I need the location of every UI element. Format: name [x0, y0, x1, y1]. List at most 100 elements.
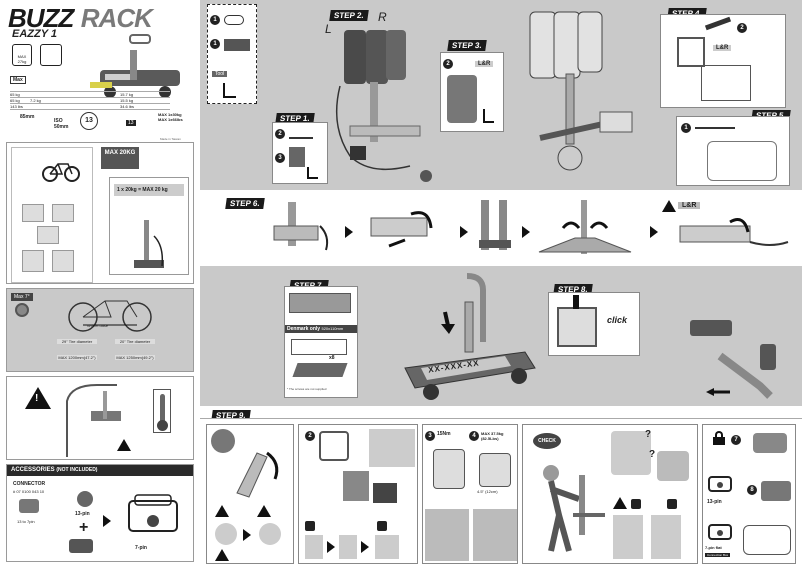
- wrench-icon: [704, 16, 732, 31]
- arrow-right-icon: [460, 226, 468, 238]
- conv-label: 13 to 7pin: [17, 519, 35, 524]
- check-label: CHECK: [533, 433, 561, 449]
- plug-image: [761, 481, 791, 501]
- connector-label: CONNECTOR: [13, 481, 46, 487]
- x8-label: x8: [329, 355, 335, 361]
- wheelbase-panel: Max 7° Wheel base 29" Tire diameter 20" …: [6, 288, 194, 372]
- item-num: 8: [747, 485, 757, 495]
- lock-label-box: [690, 320, 732, 336]
- spec-cell: 143 lbs: [10, 104, 23, 109]
- step8-box: click: [548, 292, 640, 356]
- item-num: 2: [275, 129, 285, 139]
- wiring-image: [707, 141, 777, 181]
- pin7-label: 7-pin: [135, 545, 147, 551]
- item-num: 2: [737, 23, 747, 33]
- tool-box: 1 1 Tool: [207, 4, 257, 104]
- latch-image: [557, 307, 597, 347]
- warning-panel: !: [6, 376, 194, 460]
- model-name: EAZZY 1: [12, 28, 58, 40]
- max20-badge: MAX 20KG: [101, 147, 139, 169]
- load-formula: 1 x 20kg = MAX 20 kg: [109, 177, 189, 275]
- step9-panel-d: CHECK ? ?: [522, 424, 698, 564]
- lock-icon: [713, 431, 725, 445]
- question-mark: ?: [645, 429, 652, 440]
- spec-cell: 15.5 kg: [120, 98, 134, 103]
- tilt-illustration: [706, 344, 776, 399]
- bike-icon: [42, 163, 80, 182]
- max-angle-tag: Max 7°: [11, 293, 33, 301]
- item-num: 1: [210, 39, 220, 49]
- max-limit-label: MAX 37.5kg (82.5Lbs): [481, 431, 504, 441]
- right-label: R: [378, 10, 387, 24]
- question-mark: ?: [649, 449, 656, 460]
- plate-holder-2: [291, 339, 347, 355]
- thumb-up-icon: [631, 499, 641, 509]
- brand-rack: RACK: [80, 3, 153, 33]
- spec-cell: 15.7 kg: [120, 92, 134, 97]
- pin13-label: 13-pin: [75, 511, 90, 517]
- warning-icon: [257, 505, 271, 517]
- rack-product-image: [90, 34, 180, 98]
- bolt-icon: [224, 15, 244, 25]
- spec-sublabel: Made in Taiwan: [160, 137, 181, 141]
- lr-label: L&R: [678, 202, 701, 209]
- thumb-down-icon: [667, 499, 677, 509]
- spec-icons: MAX 27kg: [12, 44, 72, 72]
- item-num: 3: [275, 153, 285, 163]
- connector-code: # 07 0100 043 10: [13, 489, 45, 494]
- brand-logo: BUZZ RACK: [8, 3, 193, 33]
- arrow-right-icon: [243, 529, 251, 541]
- gear-icon: [15, 303, 29, 317]
- clamp-image: [447, 75, 477, 123]
- item-num: 2: [443, 59, 453, 69]
- tire-20: 20" Tire diameter: [115, 339, 155, 344]
- allen-key-icon: [307, 167, 318, 179]
- max-wb-1: MAX 1200mm(47.2"): [57, 355, 97, 360]
- screws-icon: [289, 127, 313, 139]
- warning-exclaim: !: [35, 393, 39, 404]
- torque-label: 15Nm: [437, 431, 451, 437]
- formula-text: 1 x 20kg = MAX 20 kg: [114, 184, 184, 196]
- arrow-right-icon: [103, 515, 111, 527]
- step3-box: 2 L&R: [440, 52, 504, 132]
- iso-label: ISO 50mm: [54, 118, 69, 130]
- question-image-1: [611, 431, 651, 475]
- denmark-label: Denmark only 520x110mm: [285, 325, 357, 333]
- step9-panel-b: 2: [298, 424, 418, 564]
- tire-29: 29" Tire diameter: [57, 339, 97, 344]
- bottom-image-1: [425, 509, 469, 561]
- lr-label: L&R: [713, 45, 732, 51]
- step-figures: [22, 204, 82, 276]
- warning-icon: [215, 549, 229, 561]
- warning-icon: [215, 505, 229, 517]
- arrow-down-icon: [573, 295, 579, 309]
- step6-illustration-4: [538, 200, 632, 254]
- item-num: 3: [425, 431, 435, 441]
- max-weight-badge: MAX 27kg: [12, 44, 32, 66]
- rack-center-image: [404, 273, 536, 400]
- arm-image-2: [479, 453, 511, 487]
- spec-cell: [30, 92, 60, 97]
- item-num: 1: [681, 123, 691, 133]
- max-wb-2: MAX 1250mm(49.2"): [115, 355, 155, 360]
- spec-cell: 65 kg: [10, 98, 20, 103]
- detail-inset: [369, 429, 415, 467]
- rack-load-image: [134, 220, 164, 268]
- result-image-2: [651, 515, 681, 559]
- strap-icon: [224, 39, 250, 51]
- step9-panel-c: 3 15Nm 4 MAX 37.5kg (82.5Lbs) 4.5" (12cm…: [422, 424, 518, 564]
- plate-holder-1: [289, 293, 351, 313]
- screw-note: * The screws are not supplied: [287, 387, 327, 391]
- detail-inset-2: [373, 483, 397, 503]
- knob-image: [236, 451, 279, 498]
- step6-illustration-3: [479, 200, 511, 250]
- arrow-right-icon: [650, 226, 658, 238]
- load-panel: MAX 20KG 1 x 20kg = MAX 20 kg: [6, 142, 194, 284]
- connector-icon: [19, 499, 39, 513]
- plug-icon: [69, 539, 93, 553]
- question-image-2: [657, 451, 689, 481]
- bottom-image-2: [473, 509, 517, 561]
- knob-step-2: [259, 523, 281, 545]
- step2-tag: STEP 2.: [329, 10, 369, 21]
- spec-cell: 65 kg: [10, 92, 20, 97]
